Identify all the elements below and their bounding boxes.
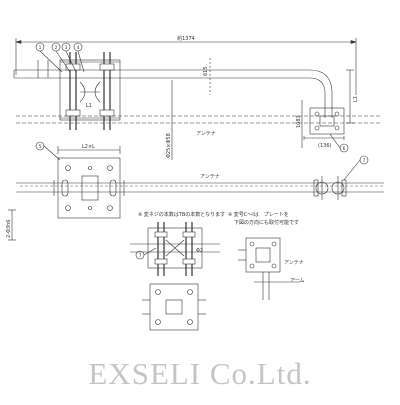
antenna-label-top: アンテナ <box>196 131 216 137</box>
part-marker-3: 3 <box>65 45 68 51</box>
middle-plate-assembly <box>53 146 125 219</box>
lower-clamp-detail <box>130 222 220 276</box>
dim-L1: L1 <box>353 96 359 102</box>
antenna-label-detail: アンテナ <box>284 260 304 266</box>
dim-phi2: Φ2 <box>196 248 203 254</box>
arm-label: アーム <box>290 278 305 284</box>
dim-615-line <box>69 58 211 95</box>
overall-dimension: 約1374 <box>177 35 195 42</box>
pipe-dia-label: Φ25×Φ58 <box>166 133 172 158</box>
part-marker-6: 6 <box>343 146 346 152</box>
middle-mast <box>16 182 384 193</box>
right-plate-top <box>303 107 345 140</box>
part-marker-4: 4 <box>77 45 80 51</box>
bottom-plate-front <box>142 283 206 331</box>
dim-2x3h6-line <box>8 209 16 241</box>
note-2-line1: ※ 変号C～Ⅰは プレートを <box>228 211 289 218</box>
dim-615: 615 <box>203 66 209 76</box>
overall-dimension-line <box>14 38 358 95</box>
right-plate-detail <box>238 237 300 300</box>
note-1: ※ 変ネジの本数はTBの本数となります <box>138 211 225 218</box>
part-marker-7a: 7 <box>363 158 366 164</box>
part-marker-circles <box>35 42 369 260</box>
dim-1083: 1083 <box>296 115 302 128</box>
dim-136: (136) <box>318 143 331 149</box>
part-marker-1: 1 <box>39 45 42 51</box>
part-marker-7b: 7 <box>139 253 142 259</box>
part-marker-2: 2 <box>55 45 58 51</box>
dim-L1-line <box>346 69 354 124</box>
company-watermark: EXSELI Co.Ltd. <box>88 356 312 391</box>
dim-L1-small: L1 <box>86 103 92 109</box>
middle-right-clamp <box>313 176 347 200</box>
mast-top-view <box>16 115 380 124</box>
top-clamp-assembly <box>59 52 121 130</box>
top-pipe <box>13 69 333 118</box>
part-marker-5: 5 <box>39 144 42 150</box>
note-2-line2: 下図の方向にも取付可能です <box>234 219 299 226</box>
dim-2x3h6: 2-Φ3h6 <box>6 220 12 238</box>
dim-L2xL: L2×L <box>82 144 95 150</box>
antenna-label-mid: アンテナ <box>200 174 220 180</box>
